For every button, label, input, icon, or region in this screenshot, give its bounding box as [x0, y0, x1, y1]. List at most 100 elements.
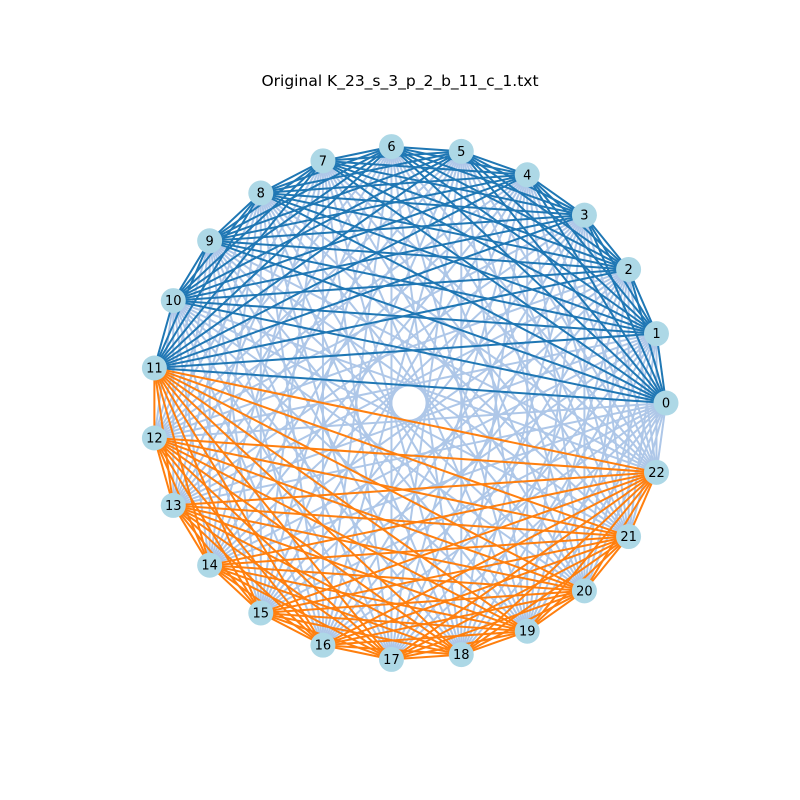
- edge-2-22: [627, 269, 658, 473]
- node-9: 9: [197, 228, 223, 254]
- edge-7-12: [153, 160, 324, 439]
- node-8: 8: [248, 180, 274, 206]
- node-circle-3: [571, 202, 597, 228]
- node-17: 17: [378, 646, 404, 672]
- edge-11-16: [153, 367, 324, 646]
- edge-16-21: [322, 535, 629, 647]
- edge-8-22: [260, 192, 658, 474]
- edge-17-22: [390, 471, 658, 661]
- edge-9-22: [209, 239, 657, 474]
- edge-6-10: [172, 145, 393, 302]
- edge-11-14: [153, 367, 211, 566]
- node-1: 1: [643, 321, 669, 347]
- node-label-7: 7: [319, 154, 327, 169]
- node-16: 16: [310, 632, 336, 658]
- edge-0-10: [173, 299, 667, 404]
- edge-5-11: [153, 150, 462, 369]
- node-circle-7: [310, 148, 336, 174]
- edge-5-10: [172, 150, 462, 302]
- node-3: 3: [571, 202, 597, 228]
- node-circle-19: [514, 618, 540, 644]
- node-circle-21: [616, 524, 642, 550]
- edge-4-22: [526, 174, 658, 473]
- edge-8-16: [259, 192, 324, 646]
- edge-3-21: [583, 215, 630, 537]
- node-13: 13: [160, 492, 186, 518]
- edge-15-21: [260, 535, 629, 614]
- edge-0-8: [260, 192, 667, 404]
- edge-12-18: [153, 437, 462, 656]
- edge-1-4: [526, 174, 658, 335]
- edge-17-21: [390, 535, 630, 661]
- edge-16-22: [322, 471, 657, 647]
- edge-1-11: [154, 332, 657, 370]
- edge-13-16: [172, 504, 324, 646]
- edge-6-11: [153, 145, 393, 369]
- node-label-6: 6: [387, 140, 395, 155]
- edge-11-22: [154, 367, 657, 474]
- edge-16-19: [322, 630, 528, 647]
- node-label-4: 4: [523, 168, 531, 183]
- edge-2-5: [460, 150, 630, 271]
- edge-12-20: [154, 437, 585, 592]
- edge-5-13: [172, 150, 463, 507]
- node-circle-16: [310, 632, 336, 658]
- edge-5-8: [260, 150, 462, 195]
- node-circle-15: [248, 600, 274, 626]
- edge-8-11: [153, 192, 262, 369]
- node-6: 6: [378, 134, 404, 160]
- edge-2-7: [322, 159, 629, 271]
- node-label-1: 1: [652, 327, 660, 342]
- node-circle-4: [514, 162, 540, 188]
- edge-13-22: [173, 471, 657, 507]
- edge-1-7: [322, 159, 657, 335]
- edge-7-10: [172, 160, 324, 302]
- edge-9-12: [153, 240, 211, 439]
- edge-12-17: [153, 437, 393, 661]
- edge-10-18: [172, 299, 463, 656]
- edge-13-21: [173, 504, 629, 538]
- node-label-19: 19: [519, 625, 536, 640]
- edge-14-17: [209, 564, 392, 661]
- node-circle-11: [141, 355, 167, 381]
- edge-9-17: [208, 240, 393, 660]
- edge-11-20: [153, 367, 585, 592]
- edge-9-18: [208, 240, 463, 656]
- edge-10-19: [172, 299, 528, 632]
- node-label-15: 15: [253, 606, 270, 621]
- edge-0-11: [154, 367, 667, 404]
- node-circle-2: [616, 256, 642, 282]
- orange-group-edges: [153, 367, 658, 661]
- edge-10-15: [172, 300, 262, 614]
- node-label-22: 22: [648, 466, 665, 481]
- node-circle-0: [653, 390, 679, 416]
- node-11: 11: [141, 355, 167, 381]
- edge-6-21: [390, 146, 630, 538]
- edge-4-7: [322, 159, 528, 176]
- edge-1-10: [173, 299, 657, 335]
- node-label-17: 17: [383, 653, 400, 668]
- edge-2-8: [260, 192, 629, 271]
- edge-12-21: [154, 437, 629, 538]
- edge-13-19: [172, 504, 528, 633]
- graph-title: Original K_23_s_3_p_2_b_11_c_1.txt: [261, 72, 539, 90]
- edge-5-9: [209, 150, 462, 242]
- node-4: 4: [514, 162, 540, 188]
- edge-1-9: [209, 239, 657, 335]
- edge-2-17: [390, 268, 630, 660]
- node-label-11: 11: [146, 362, 163, 377]
- node-circle-18: [448, 642, 474, 668]
- node-circle-5: [448, 138, 474, 164]
- edge-3-6: [391, 145, 585, 217]
- node-label-2: 2: [624, 263, 632, 278]
- edge-4-12: [153, 173, 528, 439]
- node-label-13: 13: [165, 499, 182, 514]
- node-19: 19: [514, 618, 540, 644]
- edge-6-14: [208, 146, 393, 566]
- node-circle-10: [160, 288, 186, 314]
- edge-0-3: [583, 214, 667, 404]
- edge-8-17: [259, 192, 393, 660]
- node-label-18: 18: [453, 648, 470, 663]
- node-2: 2: [616, 256, 642, 282]
